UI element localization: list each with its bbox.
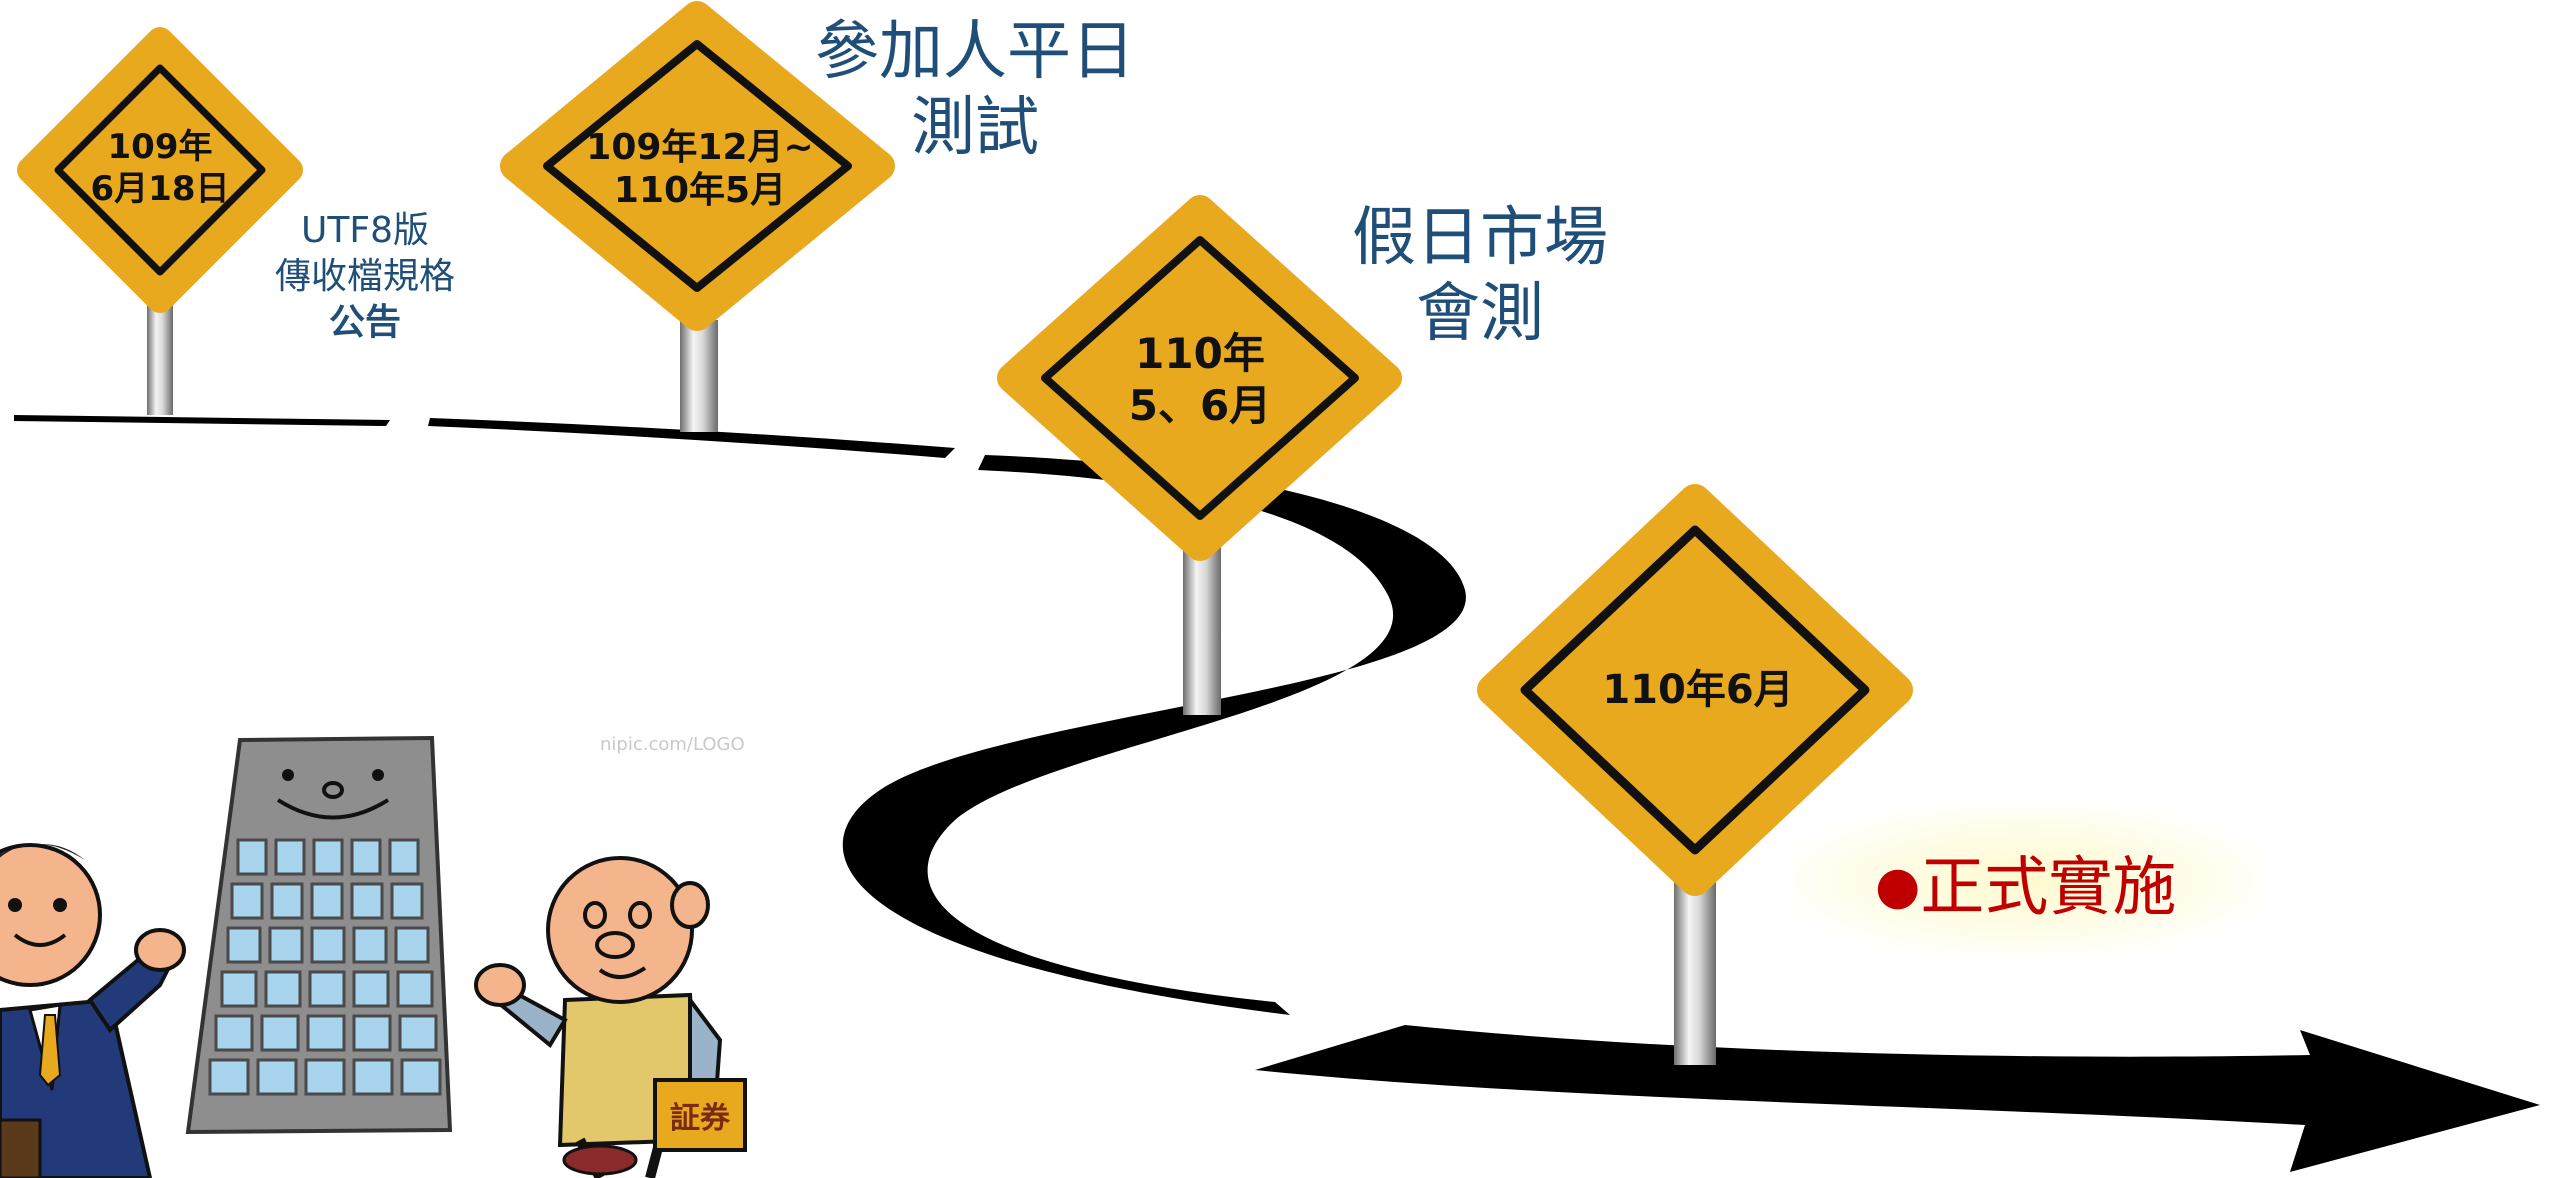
caption-1-line-1: UTF8版 xyxy=(301,210,429,251)
sign-4-line-1: 110年6月 xyxy=(1602,667,1793,713)
road-segment-2 xyxy=(428,418,955,458)
illustration-watermark: nipic.com/LOGO xyxy=(600,734,745,755)
caption-3-line-2: 會測 xyxy=(1416,277,1544,351)
building-character xyxy=(185,735,453,1135)
caption-3-line-1: 假日市場 xyxy=(1352,201,1608,275)
sign-2-pole xyxy=(680,320,718,432)
old-man-character: 証券 xyxy=(474,856,747,1178)
road-segment-1 xyxy=(14,415,390,426)
road-segment-4 xyxy=(1255,1025,2540,1172)
caption-2-line-2: 測試 xyxy=(911,91,1039,165)
road-segment-3 xyxy=(842,455,1466,1015)
caption-4: ●正式實施 xyxy=(1875,848,2176,926)
sign-1-line-1: 109年 xyxy=(108,127,213,167)
bullet-icon: ● xyxy=(1875,856,1921,916)
sign-2-line-1: 109年12月~ xyxy=(586,127,813,168)
sign-3-pole xyxy=(1183,545,1221,715)
caption-4-text: 正式實施 xyxy=(1920,851,2177,925)
sign-3-line-1: 110年 xyxy=(1135,329,1265,378)
sign-4: 110年6月 xyxy=(1477,484,1913,896)
businessman-character xyxy=(0,843,186,1178)
caption-1: UTF8版 傳收檔規格 公告 xyxy=(250,208,480,346)
sign-3-line-2: 5、6月 xyxy=(1129,381,1271,430)
sign-1: 109年 6月18日 xyxy=(17,27,303,313)
sign-3: 110年 5、6月 xyxy=(997,195,1402,561)
briefcase-stamp-text: 証券 xyxy=(670,1101,731,1136)
securities-briefcase: 証券 xyxy=(653,1078,747,1152)
cartoon-illustration: nipic.com/LOGO xyxy=(0,734,747,1178)
caption-2-line-1: 參加人平日 xyxy=(815,15,1135,89)
final-highlight xyxy=(1790,805,2260,955)
sign-2-line-2: 110年5月 xyxy=(614,170,786,211)
caption-3: 假日市場 會測 xyxy=(1340,200,1620,352)
caption-1-line-2: 傳收檔規格 xyxy=(274,256,455,297)
sign-1-line-2: 6月18日 xyxy=(91,169,230,209)
sign-2: 109年12月~ 110年5月 xyxy=(500,1,895,331)
caption-2: 參加人平日 測試 xyxy=(810,14,1140,166)
road xyxy=(14,415,2540,1172)
caption-1-line-3: 公告 xyxy=(328,302,401,343)
sign-4-pole xyxy=(1674,875,1716,1065)
